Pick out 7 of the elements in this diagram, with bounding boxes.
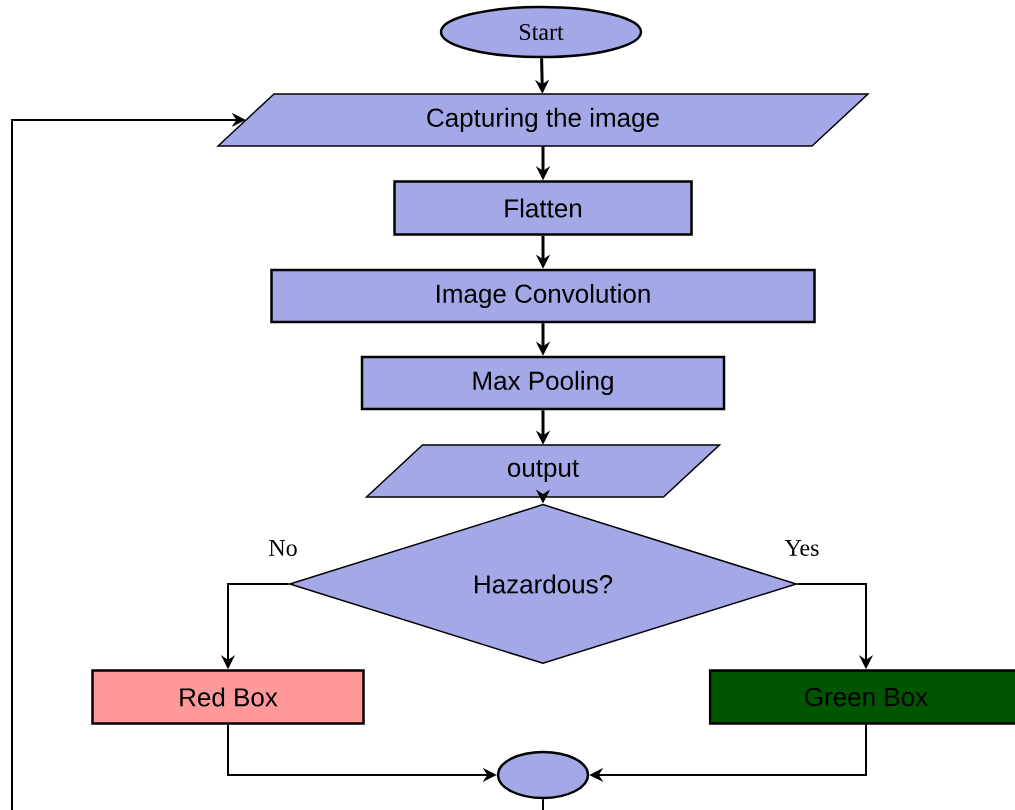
process-box: Green Box (708, 669, 1015, 725)
process-box: Max Pooling (360, 355, 726, 411)
process-box: Image Convolution (270, 268, 816, 324)
process-box: Red Box (91, 669, 365, 725)
connector-circle (496, 750, 590, 800)
arrow (11, 112, 544, 810)
process-box: Flatten (393, 180, 693, 236)
